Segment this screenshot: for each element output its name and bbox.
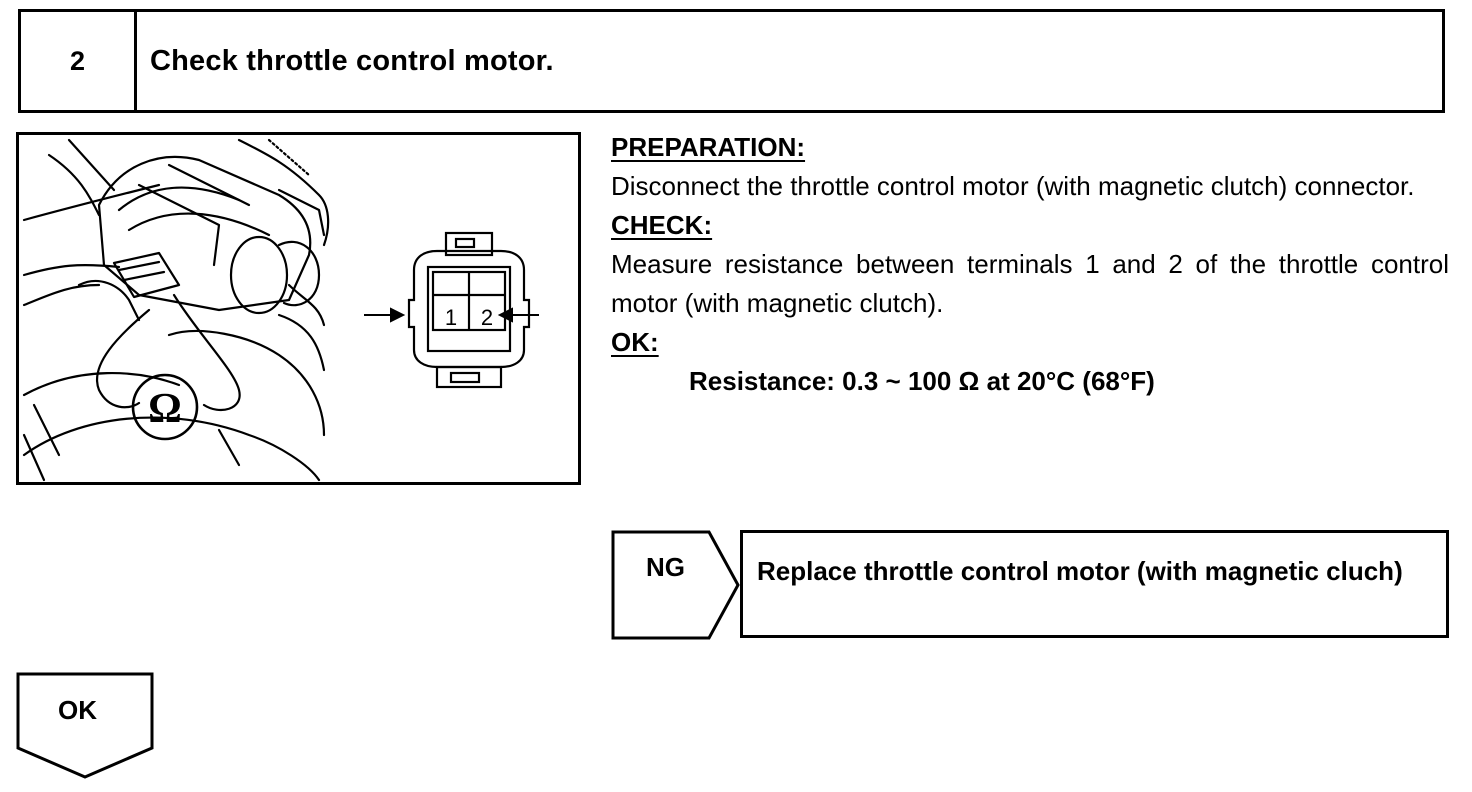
throttle-motor-illustration: Ω 1 2 <box>22 138 539 482</box>
preparation-text: Disconnect the throttle control motor (w… <box>611 171 1415 201</box>
check-text: Measure resistance between terminals 1 a… <box>611 249 1449 318</box>
terminal-2-label: 2 <box>481 305 493 330</box>
ng-arrow-shape <box>611 530 740 640</box>
ok-spec: Resistance: 0.3 ~ 100 Ω at 20°C (68°F) <box>689 366 1155 396</box>
step-number: 2 <box>21 12 137 110</box>
preparation-heading: PREPARATION: <box>611 132 806 162</box>
terminal-1-label: 1 <box>445 305 457 330</box>
step-title: Check throttle control motor. <box>150 44 554 77</box>
check-heading: CHECK: <box>611 210 713 240</box>
ng-label: NG <box>646 552 685 582</box>
ok-arrow-shape <box>16 672 154 779</box>
illustration-panel: Ω 1 2 <box>16 132 581 485</box>
ok-heading: OK: <box>611 327 659 357</box>
step-header: 2 Check throttle control motor. <box>18 9 1445 113</box>
instructions-column: PREPARATION: Disconnect the throttle con… <box>611 128 1449 401</box>
ohm-symbol: Ω <box>148 386 182 432</box>
ng-action-box: Replace throttle control motor (with mag… <box>740 530 1449 638</box>
ok-label: OK <box>58 695 97 725</box>
